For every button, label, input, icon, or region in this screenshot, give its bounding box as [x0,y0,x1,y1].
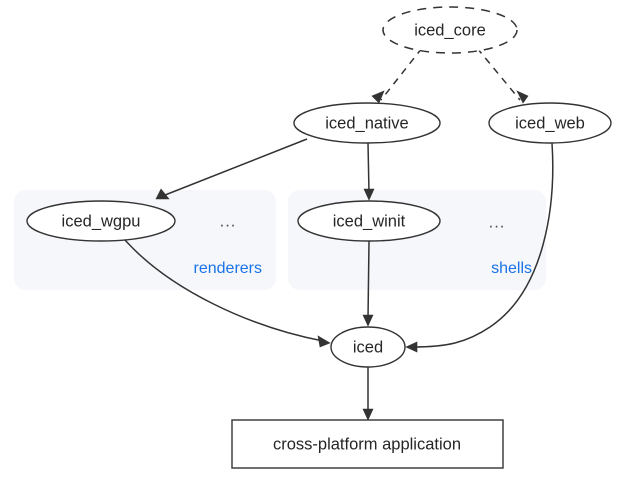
edge-line [412,142,554,348]
edge-line [380,47,423,101]
edge-iced_wgpu-to-iced [124,239,331,348]
arrow-head-icon [371,90,385,104]
edge-line [476,47,521,101]
node-iced_wgpu[interactable]: iced_wgpu [26,200,176,242]
edge-iced_web-to-iced [405,142,554,353]
node-iced_web[interactable]: iced_web [488,102,612,144]
node-iced_wgpu-shape[interactable] [26,200,176,242]
arrow-head-icon [317,335,331,348]
node-application-label: cross-platform application [273,435,461,453]
node-iced_native[interactable]: iced_native [293,102,441,144]
arrow-head-icon [405,341,418,353]
node-iced_winit-shape[interactable] [297,200,441,242]
node-application[interactable]: cross-platform application [231,419,504,469]
node-iced_winit[interactable]: iced_winit [297,200,441,242]
edge-line [367,142,370,194]
node-iced_core-label: iced_core [414,21,486,39]
node-iced-label: iced [353,338,383,356]
cluster-renderers-label: renderers [194,260,262,277]
edge-line [367,240,370,320]
node-iced_core-shape[interactable] [382,6,518,54]
arrow-head-icon [362,314,374,327]
edge-line [124,239,324,342]
node-iced_core[interactable]: iced_core [382,6,518,54]
node-iced_web-shape[interactable] [488,102,612,144]
edge-iced_winit-to-iced [362,240,374,327]
node-iced_web-label: iced_web [515,114,585,132]
node-iced_native-shape[interactable] [293,102,441,144]
cluster-shells-label: shells [491,260,532,277]
shells-more-ellipsis: ... [489,213,506,231]
edge-iced_core-to-iced_web [476,47,529,104]
arrow-head-icon [516,90,529,104]
node-iced[interactable]: iced [330,326,406,368]
arrow-head-icon [362,408,374,421]
arrow-head-icon [155,188,170,200]
node-iced_native-label: iced_native [325,114,408,132]
node-iced_wgpu-label: iced_wgpu [62,212,141,230]
edge-iced-to-application [362,367,374,421]
arrow-head-icon [363,188,375,201]
node-application-shape[interactable] [231,419,504,469]
node-iced-shape[interactable] [330,326,406,368]
edge-iced_native-to-iced_winit [363,142,375,201]
edge-line [159,138,308,198]
edge-iced_core-to-iced_native [371,47,423,104]
node-iced_winit-label: iced_winit [333,212,406,230]
edge-iced_native-to-iced_wgpu [155,138,308,200]
renderers-more-ellipsis: ... [220,212,237,230]
